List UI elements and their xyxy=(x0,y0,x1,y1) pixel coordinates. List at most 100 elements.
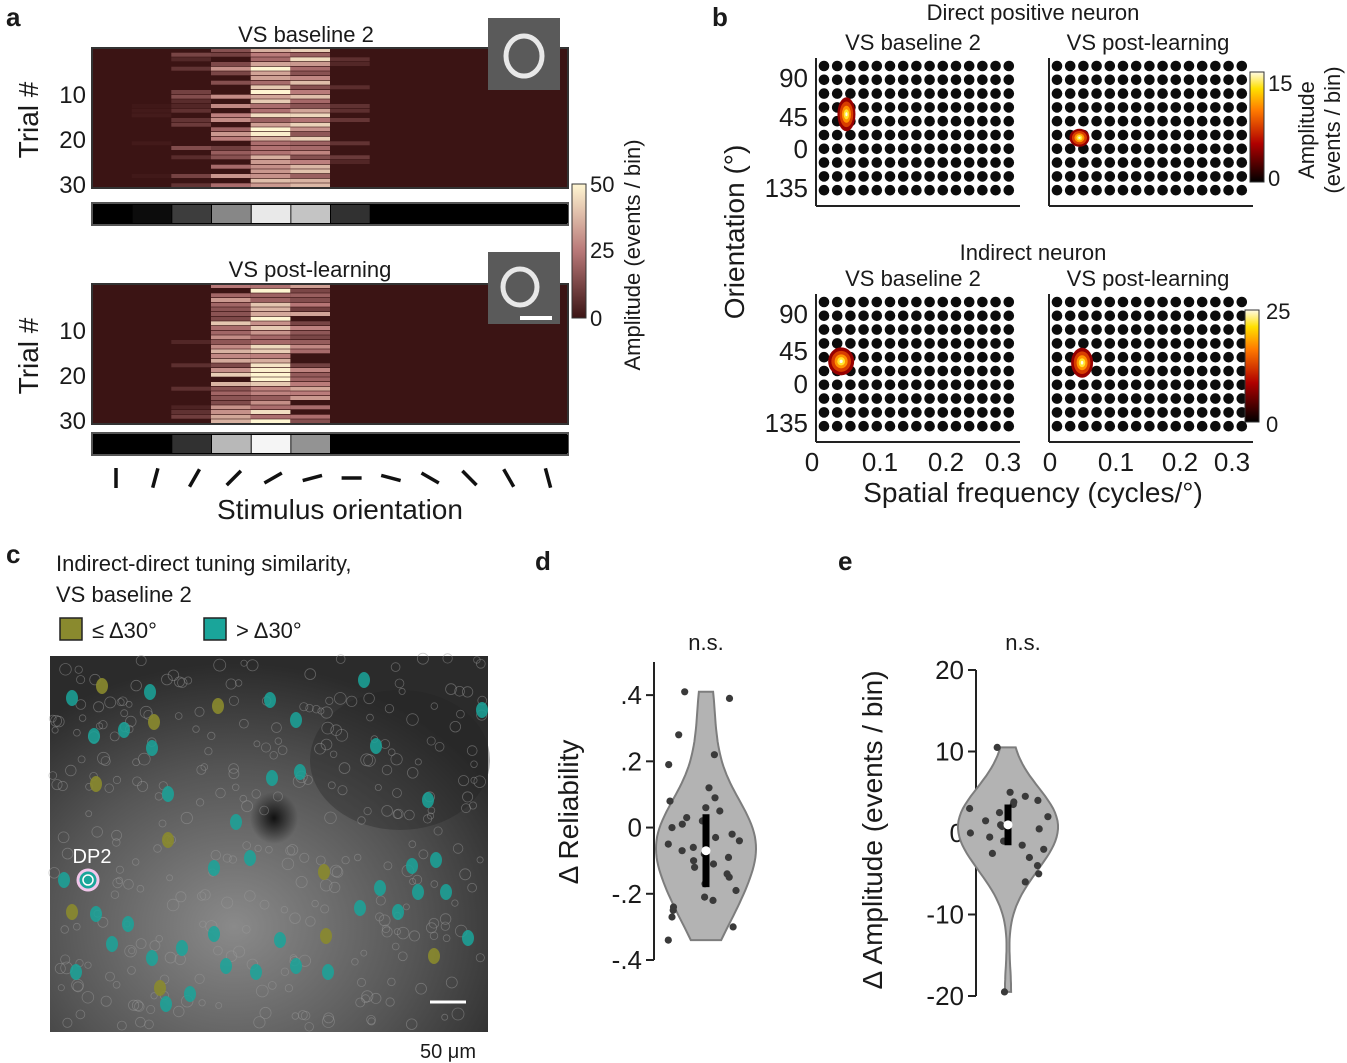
tissue-texture xyxy=(128,947,136,955)
grid-dot xyxy=(924,310,935,322)
data-point xyxy=(665,761,673,769)
grid-dot xyxy=(950,338,962,349)
grid-dot xyxy=(1210,296,1221,308)
grid-dot xyxy=(1091,60,1102,72)
grid-dot xyxy=(911,184,922,196)
heatmap-cell xyxy=(250,349,291,354)
grid-dot xyxy=(1003,393,1015,404)
tissue-texture xyxy=(439,913,452,925)
grid-dot xyxy=(884,324,896,335)
stim-bar-cell xyxy=(212,435,251,453)
grid-dot xyxy=(1183,184,1195,196)
grid-dot xyxy=(1117,102,1129,113)
grid-dot xyxy=(1223,184,1234,196)
orientation-glyph xyxy=(543,467,553,489)
grid-dot xyxy=(845,60,856,72)
heatmap-cell xyxy=(250,316,291,321)
legend-label-similar: ≤ Δ30° xyxy=(92,618,157,643)
panel-letter-b: b xyxy=(712,2,728,32)
indirect-cell-dissimilar xyxy=(146,950,158,966)
grid-dot xyxy=(977,310,988,322)
grid-dot xyxy=(977,407,988,418)
stim-bar-cell xyxy=(410,435,449,453)
heatmap-cell xyxy=(290,169,330,174)
grid-dot xyxy=(831,171,843,182)
heatmap-cell xyxy=(290,141,330,146)
heatmap-cell xyxy=(290,80,330,85)
heatmap-cell xyxy=(290,302,330,307)
grid-dot xyxy=(1157,115,1168,127)
heatmap-cell xyxy=(211,321,251,326)
tissue-texture xyxy=(240,659,248,667)
grid-dot xyxy=(1144,184,1155,196)
grid-dot xyxy=(963,60,975,72)
tissue-texture xyxy=(158,819,167,828)
grid-dot xyxy=(1051,171,1063,182)
grid-dot xyxy=(897,351,909,363)
data-point xyxy=(1035,825,1043,833)
indirect-cell-similar xyxy=(212,698,224,714)
stimulus-response-bar-bottom xyxy=(91,432,569,456)
grid-dot xyxy=(845,143,856,155)
grid-dot xyxy=(1130,310,1142,322)
heatmap-cell xyxy=(250,414,291,419)
tissue-texture xyxy=(335,728,349,742)
heatmap-cell xyxy=(211,382,251,386)
heatmap-cell xyxy=(290,183,330,188)
tissue-texture xyxy=(136,884,145,893)
grid-dot xyxy=(1051,365,1063,377)
heatmap-cell xyxy=(290,174,330,178)
tissue-texture xyxy=(60,925,69,934)
tissue-texture xyxy=(128,999,140,1011)
tissue-texture xyxy=(194,973,205,984)
grid-dot xyxy=(950,60,962,72)
data-point xyxy=(701,893,709,901)
heatmap-cell xyxy=(250,146,291,150)
grid-dot xyxy=(1144,324,1155,335)
grid-dot xyxy=(1104,365,1116,377)
grid-dot xyxy=(1183,365,1195,377)
stim-bar-cell xyxy=(529,435,568,453)
grid-dot xyxy=(1183,143,1195,155)
panel-b-sub-left: VS baseline 2 xyxy=(845,30,981,55)
indirect-cell-similar xyxy=(96,678,108,694)
grid-dot xyxy=(963,171,975,182)
tissue-texture xyxy=(57,780,68,792)
tissue-texture xyxy=(468,801,477,810)
heatmap-cell xyxy=(290,405,330,410)
tissue-texture xyxy=(430,880,439,888)
grid-dot xyxy=(950,115,962,127)
indirect-cell-similar xyxy=(148,714,160,730)
tissue-texture xyxy=(393,928,401,936)
tissue-texture xyxy=(74,665,83,674)
grid-dot xyxy=(990,88,1001,99)
grid-dot xyxy=(1170,393,1182,404)
grid-dot xyxy=(871,74,883,86)
tissue-texture xyxy=(414,758,422,766)
tissue-texture xyxy=(50,715,62,727)
tick-label: 10 xyxy=(935,737,964,767)
tissue-texture xyxy=(116,698,125,707)
heatmap-cell xyxy=(290,146,330,150)
tissue-texture xyxy=(54,963,66,975)
tissue-texture xyxy=(337,785,348,796)
orientation-glyph xyxy=(380,473,402,483)
orientation-glyph xyxy=(151,467,160,489)
grid-dot xyxy=(1091,129,1102,141)
grid-dot xyxy=(818,310,830,322)
tissue-texture xyxy=(473,775,486,788)
grid-dot xyxy=(1003,338,1015,349)
tissue-texture xyxy=(130,679,142,692)
heatmap-cell xyxy=(211,335,251,340)
legend-swatch-different xyxy=(203,617,227,641)
tissue-texture xyxy=(404,809,415,821)
stim-bar-cell xyxy=(331,205,370,223)
data-point xyxy=(724,853,733,862)
grid-dot xyxy=(1196,324,1208,335)
tissue-texture xyxy=(274,737,282,745)
grid-dot xyxy=(1170,310,1182,322)
grid-dot xyxy=(845,129,856,141)
grid-dot xyxy=(1183,157,1195,168)
grid-dot xyxy=(1196,184,1208,196)
grid-dot xyxy=(950,143,962,155)
